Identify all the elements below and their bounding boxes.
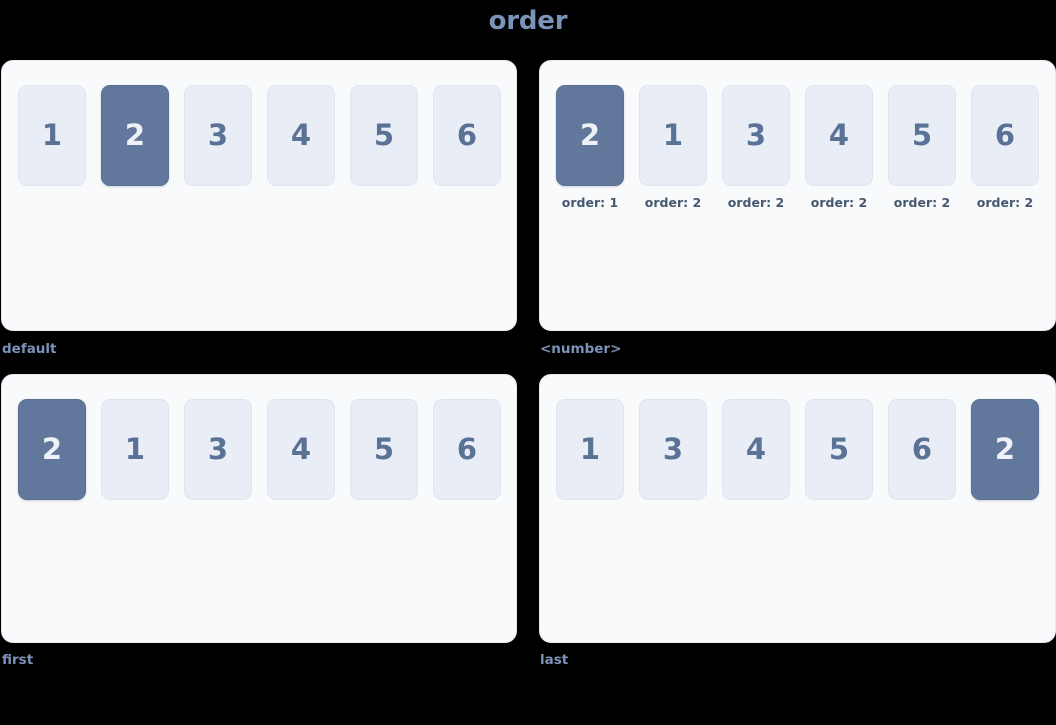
flex-item-card[interactable]: 5 [350, 85, 418, 186]
flex-item-card[interactable]: 1 [556, 399, 624, 500]
card-cell: 2 [18, 399, 86, 500]
card-cell: 6 [433, 85, 501, 186]
flex-item-card[interactable]: 5 [805, 399, 873, 500]
panel-caption-default: default [2, 341, 57, 357]
flex-item-card[interactable]: 4 [267, 85, 335, 186]
card-cell: 6 [433, 399, 501, 500]
flex-item-card[interactable]: 5 [350, 399, 418, 500]
flex-item-card[interactable]: 4 [267, 399, 335, 500]
card-cell: 1 [101, 399, 169, 500]
flex-item-card[interactable]: 6 [888, 399, 956, 500]
page-title: order [488, 6, 568, 36]
flex-item-card-accent[interactable]: 2 [556, 85, 624, 186]
order-value-label: order: 1 [561, 195, 619, 210]
flex-item-card[interactable]: 3 [722, 85, 790, 186]
flex-item-card[interactable]: 3 [639, 399, 707, 500]
card-cell: 4 [267, 399, 335, 500]
order-value-label: order: 2 [644, 195, 702, 210]
order-value-label: order: 2 [727, 195, 785, 210]
card-cell: 5 order: 2 [888, 85, 956, 210]
flex-item-card[interactable]: 1 [101, 399, 169, 500]
flex-item-card[interactable]: 6 [433, 399, 501, 500]
flex-item-card[interactable]: 3 [184, 399, 252, 500]
card-cell: 6 [888, 399, 956, 500]
flex-item-card[interactable]: 6 [971, 85, 1039, 186]
card-cell: 1 [18, 85, 86, 186]
card-cell: 5 [350, 399, 418, 500]
flex-item-card[interactable]: 1 [18, 85, 86, 186]
panel-caption-first: first [2, 652, 34, 668]
flex-item-card[interactable]: 1 [639, 85, 707, 186]
card-cell: 1 [556, 399, 624, 500]
card-cell: 1 order: 2 [639, 85, 707, 210]
flex-item-card[interactable]: 5 [888, 85, 956, 186]
card-cell: 5 [350, 85, 418, 186]
card-cell: 4 [722, 399, 790, 500]
card-cell: 2 [101, 85, 169, 186]
flex-item-card-accent[interactable]: 2 [971, 399, 1039, 500]
panel-caption-last: last [540, 652, 569, 668]
card-cell: 4 [267, 85, 335, 186]
card-cell: 5 [805, 399, 873, 500]
card-cell: 2 [971, 399, 1039, 500]
card-cell: 4 order: 2 [805, 85, 873, 210]
flex-item-card[interactable]: 3 [184, 85, 252, 186]
card-cell: 6 order: 2 [971, 85, 1039, 210]
demo-panel-number: 2 order: 1 1 order: 2 3 order: 2 4 order: 2 5 ord… [539, 60, 1056, 331]
card-cell: 3 [184, 399, 252, 500]
card-row-number: 2 order: 1 1 order: 2 3 order: 2 4 order: 2 5 ord… [556, 85, 1039, 210]
card-cell: 3 [184, 85, 252, 186]
flex-item-card[interactable]: 4 [722, 399, 790, 500]
panel-caption-number: <number> [540, 341, 622, 357]
card-cell: 2 order: 1 [556, 85, 624, 210]
flex-item-card[interactable]: 4 [805, 85, 873, 186]
card-cell: 3 order: 2 [722, 85, 790, 210]
flex-item-card-accent[interactable]: 2 [101, 85, 169, 186]
flex-item-card-accent[interactable]: 2 [18, 399, 86, 500]
card-cell: 3 [639, 399, 707, 500]
order-value-label: order: 2 [893, 195, 951, 210]
flex-item-card[interactable]: 6 [433, 85, 501, 186]
order-value-label: order: 2 [976, 195, 1034, 210]
order-value-label: order: 2 [810, 195, 868, 210]
